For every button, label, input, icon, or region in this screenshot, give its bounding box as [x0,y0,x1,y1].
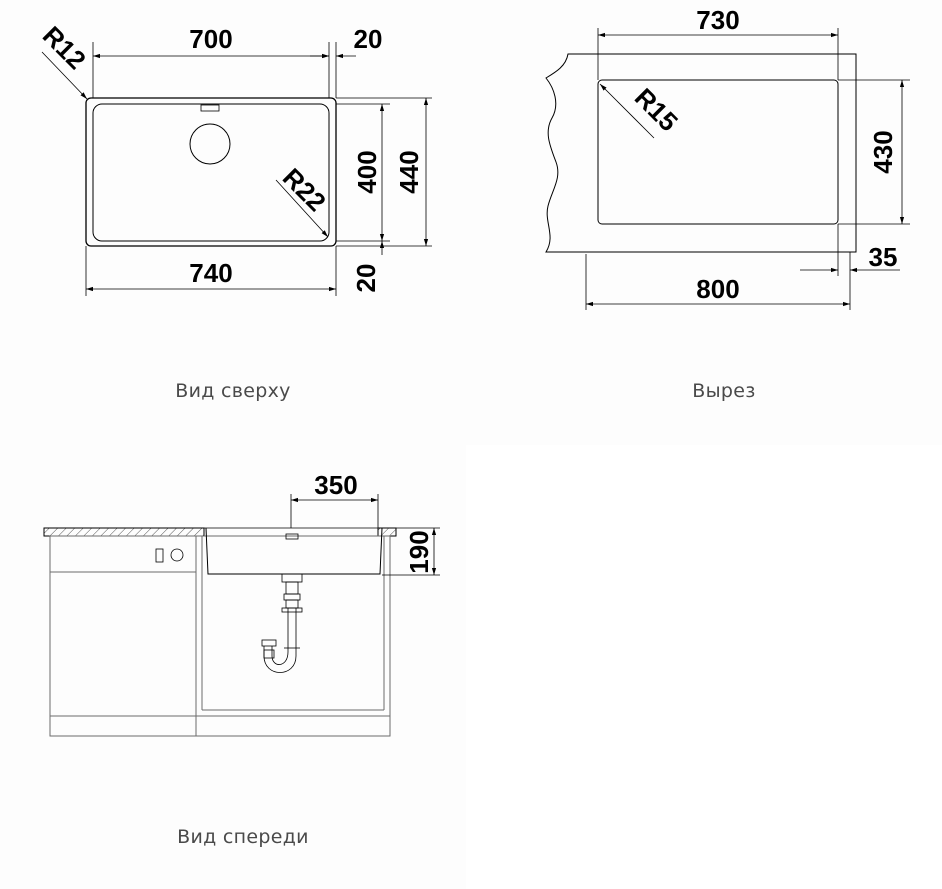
drain-circle [189,123,231,165]
countertop-right [377,527,397,537]
appliance-button-icon [155,548,164,563]
dim-440: 440 [394,150,424,193]
dim-35: 35 [869,242,898,272]
dim-350: 350 [314,470,357,500]
dim-400: 400 [352,150,382,193]
top-view-panel [0,0,466,445]
sink-bowl-outline [92,103,330,242]
dim-20-right: 20 [354,24,383,54]
appliance-knob-icon [170,548,184,562]
overflow-slot [200,104,220,112]
top-view-drawing: 700 20 R12 R22 400 440 20 740 [37,20,432,296]
front-view-panel [0,445,466,889]
dim-740: 740 [189,258,232,288]
cutout-view-panel [466,0,942,445]
dim-730: 730 [696,5,739,35]
dim-20-bottom: 20 [351,264,381,293]
dim-430: 430 [868,130,898,173]
left-cabinet [49,535,197,737]
countertop-outline [545,53,857,253]
caption-front-view: Вид спереди [177,826,309,848]
overflow-front [285,533,299,540]
siphon [261,573,303,673]
sink-cabinet [195,535,391,737]
dim-r12: R12 [37,20,92,75]
dim-800: 800 [696,274,739,304]
dim-r22: R22 [277,162,332,217]
front-view-drawing: 350 190 [43,470,440,737]
sink-outer-outline [85,97,337,247]
cutout-view-drawing: 730 R15 430 35 800 [545,5,910,310]
caption-top-view: Вид сверху [175,380,291,402]
dim-700: 700 [189,24,232,54]
cutout-opening [597,79,839,225]
sink-bowl-front [205,527,383,575]
dim-190: 190 [404,530,434,573]
countertop-left [43,527,205,537]
dim-r15: R15 [629,82,684,137]
caption-cutout: Вырез [692,380,756,402]
